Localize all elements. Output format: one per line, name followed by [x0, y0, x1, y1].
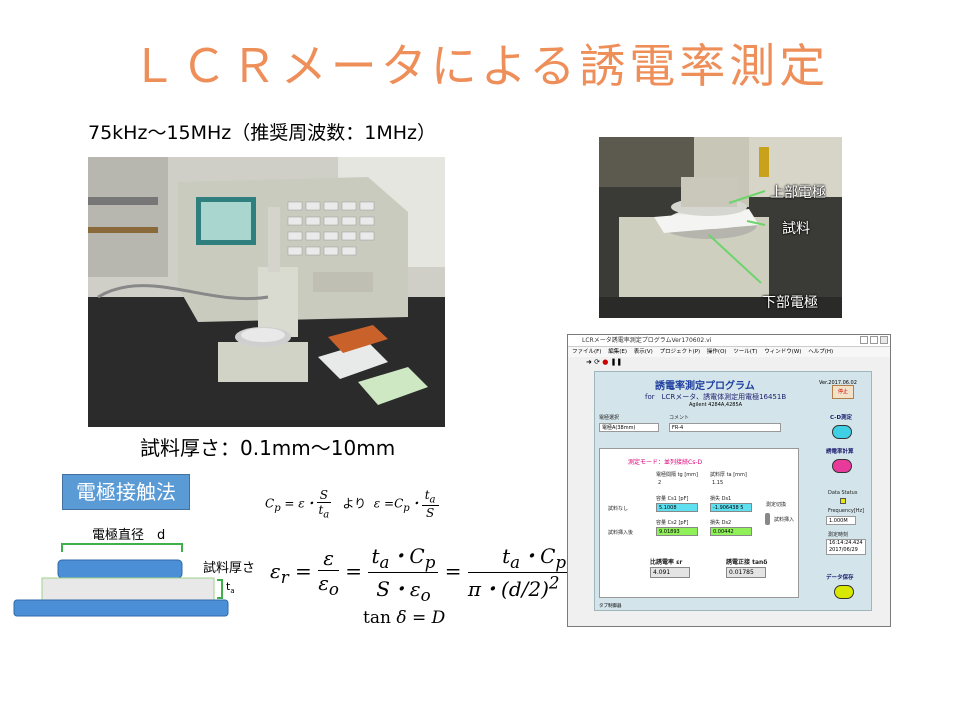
menu-tools[interactable]: ツール(T) — [733, 349, 758, 355]
program-version: Ver.2017.06.02 — [819, 380, 857, 386]
minimize-button[interactable] — [860, 336, 868, 344]
diameter-label: 電極直径 d — [92, 528, 166, 543]
tab-control-footer: タブ制御器 — [599, 604, 622, 609]
run-continuous-icon[interactable]: ⟳ — [594, 358, 600, 366]
menu-view[interactable]: 表示(V) — [633, 349, 653, 355]
cs2-label: 容量 Cs2 [pF] — [656, 520, 689, 526]
lcr-meter-photo — [88, 157, 445, 427]
calc-label: 誘電率計算 — [826, 449, 854, 455]
program-subtitle2: Agilent 4284A,4285A — [689, 402, 743, 408]
ta-label: ta — [226, 580, 235, 596]
tan-value: 0.01785 — [726, 567, 766, 578]
cd-measure-label: C-D測定 — [830, 415, 853, 421]
frequency-range: 75kHz～15MHz（推奨周波数：1MHz） — [88, 122, 437, 144]
app-menubar: ファイル(F) 編集(E) 表示(V) プロジェクト(P) 操作(O) ツール(… — [568, 347, 890, 357]
thickness-input-value[interactable]: 1.15 — [712, 480, 724, 486]
gap-label: 電極間隔 tg [mm] — [656, 472, 698, 478]
save-button[interactable] — [834, 585, 854, 599]
menu-edit[interactable]: 編集(E) — [608, 349, 627, 355]
save-label: データ保存 — [826, 575, 854, 581]
frequency-label: Frequency[Hz] — [828, 508, 865, 514]
thickness-label: 試料厚さ — [203, 561, 256, 576]
pause-icon[interactable]: ❚❚ — [610, 358, 623, 366]
time-value-1: 16:14:24.424 — [829, 540, 863, 546]
app-window: LCRメータ誘電率測定プログラムVer170602.vi ファイル(F) 編集(… — [567, 334, 891, 627]
electrode-closeup-photo — [599, 137, 842, 318]
gap-value[interactable]: 2 — [658, 480, 662, 486]
stop-button[interactable]: 停止 — [832, 385, 854, 399]
electrode-select-label: 電極選択 — [599, 415, 620, 421]
data-status-led — [840, 498, 846, 504]
maximize-button[interactable] — [870, 336, 878, 344]
time-value: 16:14:24.424 2017/06/29 — [826, 539, 866, 555]
menu-help[interactable]: ヘルプ(H) — [808, 349, 834, 355]
cs2-value: 9.01893 — [656, 527, 698, 536]
slide-title: ＬＣＲメータによる誘電率測定 — [130, 39, 830, 93]
app-toolbar: ➜ ⟳ ● ❚❚ — [568, 357, 890, 367]
er-label: 比誘電率 εr — [650, 559, 683, 566]
tab-panel: 測定モード：並列接続Cs-D 電極間隔 tg [mm] 2 試料厚 ta [mm… — [599, 448, 799, 598]
ds1-value: -1.906438 5 — [710, 503, 752, 512]
menu-window[interactable]: ウィンドウ(W) — [764, 349, 802, 355]
cs1-label: 容量 Cs1 [pF] — [656, 496, 689, 502]
ds1-label: 損失 Ds1 — [710, 496, 732, 502]
thickness-input-label: 試料厚 ta [mm] — [710, 472, 747, 478]
program-heading: 誘電率測定プログラム — [655, 381, 755, 392]
calc-button[interactable] — [832, 459, 852, 473]
close-button[interactable] — [880, 336, 888, 344]
no-sample-label: 試料なし — [608, 506, 629, 512]
abort-icon[interactable]: ● — [602, 358, 609, 366]
comment-label: コメント — [669, 415, 690, 421]
ds2-label: 損失 Ds2 — [710, 520, 732, 526]
electrode-diagram — [13, 543, 229, 617]
formula-relative-permittivity: εr = εεo = ta・CpS・εo = ta・Cpπ・(d/2)2・εo — [270, 540, 601, 605]
switch-state: 試料挿入 — [774, 517, 795, 523]
ds2-value: 0.00442 — [710, 527, 752, 536]
with-sample-label: 試料挿入後 — [608, 530, 634, 536]
cs1-value: 5.1008 — [656, 503, 698, 512]
comment-field[interactable]: FR-4 — [669, 423, 781, 432]
program-subtitle: for LCRメータ、誘電体測定用電極16451B — [645, 393, 787, 401]
switch-label: 測定切換 — [766, 502, 787, 508]
label-upper-electrode: 上部電極 — [770, 185, 826, 201]
cd-measure-button[interactable] — [832, 425, 852, 439]
formula-tan-delta: tan δ = D — [363, 608, 446, 628]
label-lower-electrode: 下部電極 — [762, 295, 818, 311]
time-label: 測定時刻 — [828, 532, 849, 538]
measure-mode: 測定モード：並列接続Cs-D — [628, 459, 703, 466]
measure-switch[interactable] — [765, 513, 770, 525]
app-titlebar: LCRメータ誘電率測定プログラムVer170602.vi — [568, 335, 890, 347]
er-value: 4.091 — [650, 567, 690, 578]
sample-thickness-range: 試料厚さ：0.1mm～10mm — [140, 436, 396, 460]
method-label-box: 電極接触法 — [62, 474, 190, 510]
electrode-select[interactable]: 電極A(38mm) — [599, 423, 659, 432]
menu-project[interactable]: プロジェクト(P) — [659, 349, 701, 355]
frequency-value: 1.000M — [826, 516, 856, 525]
time-value-2: 2017/06/29 — [829, 547, 858, 553]
menu-file[interactable]: ファイル(F) — [572, 349, 602, 355]
tan-label: 誘電正接 tanδ — [726, 559, 768, 566]
data-status-label: Data Status — [828, 490, 858, 496]
label-sample: 試料 — [782, 221, 810, 237]
run-icon[interactable]: ➜ — [586, 358, 592, 366]
app-window-title: LCRメータ誘電率測定プログラムVer170602.vi — [582, 337, 712, 344]
menu-operate[interactable]: 操作(O) — [706, 349, 727, 355]
